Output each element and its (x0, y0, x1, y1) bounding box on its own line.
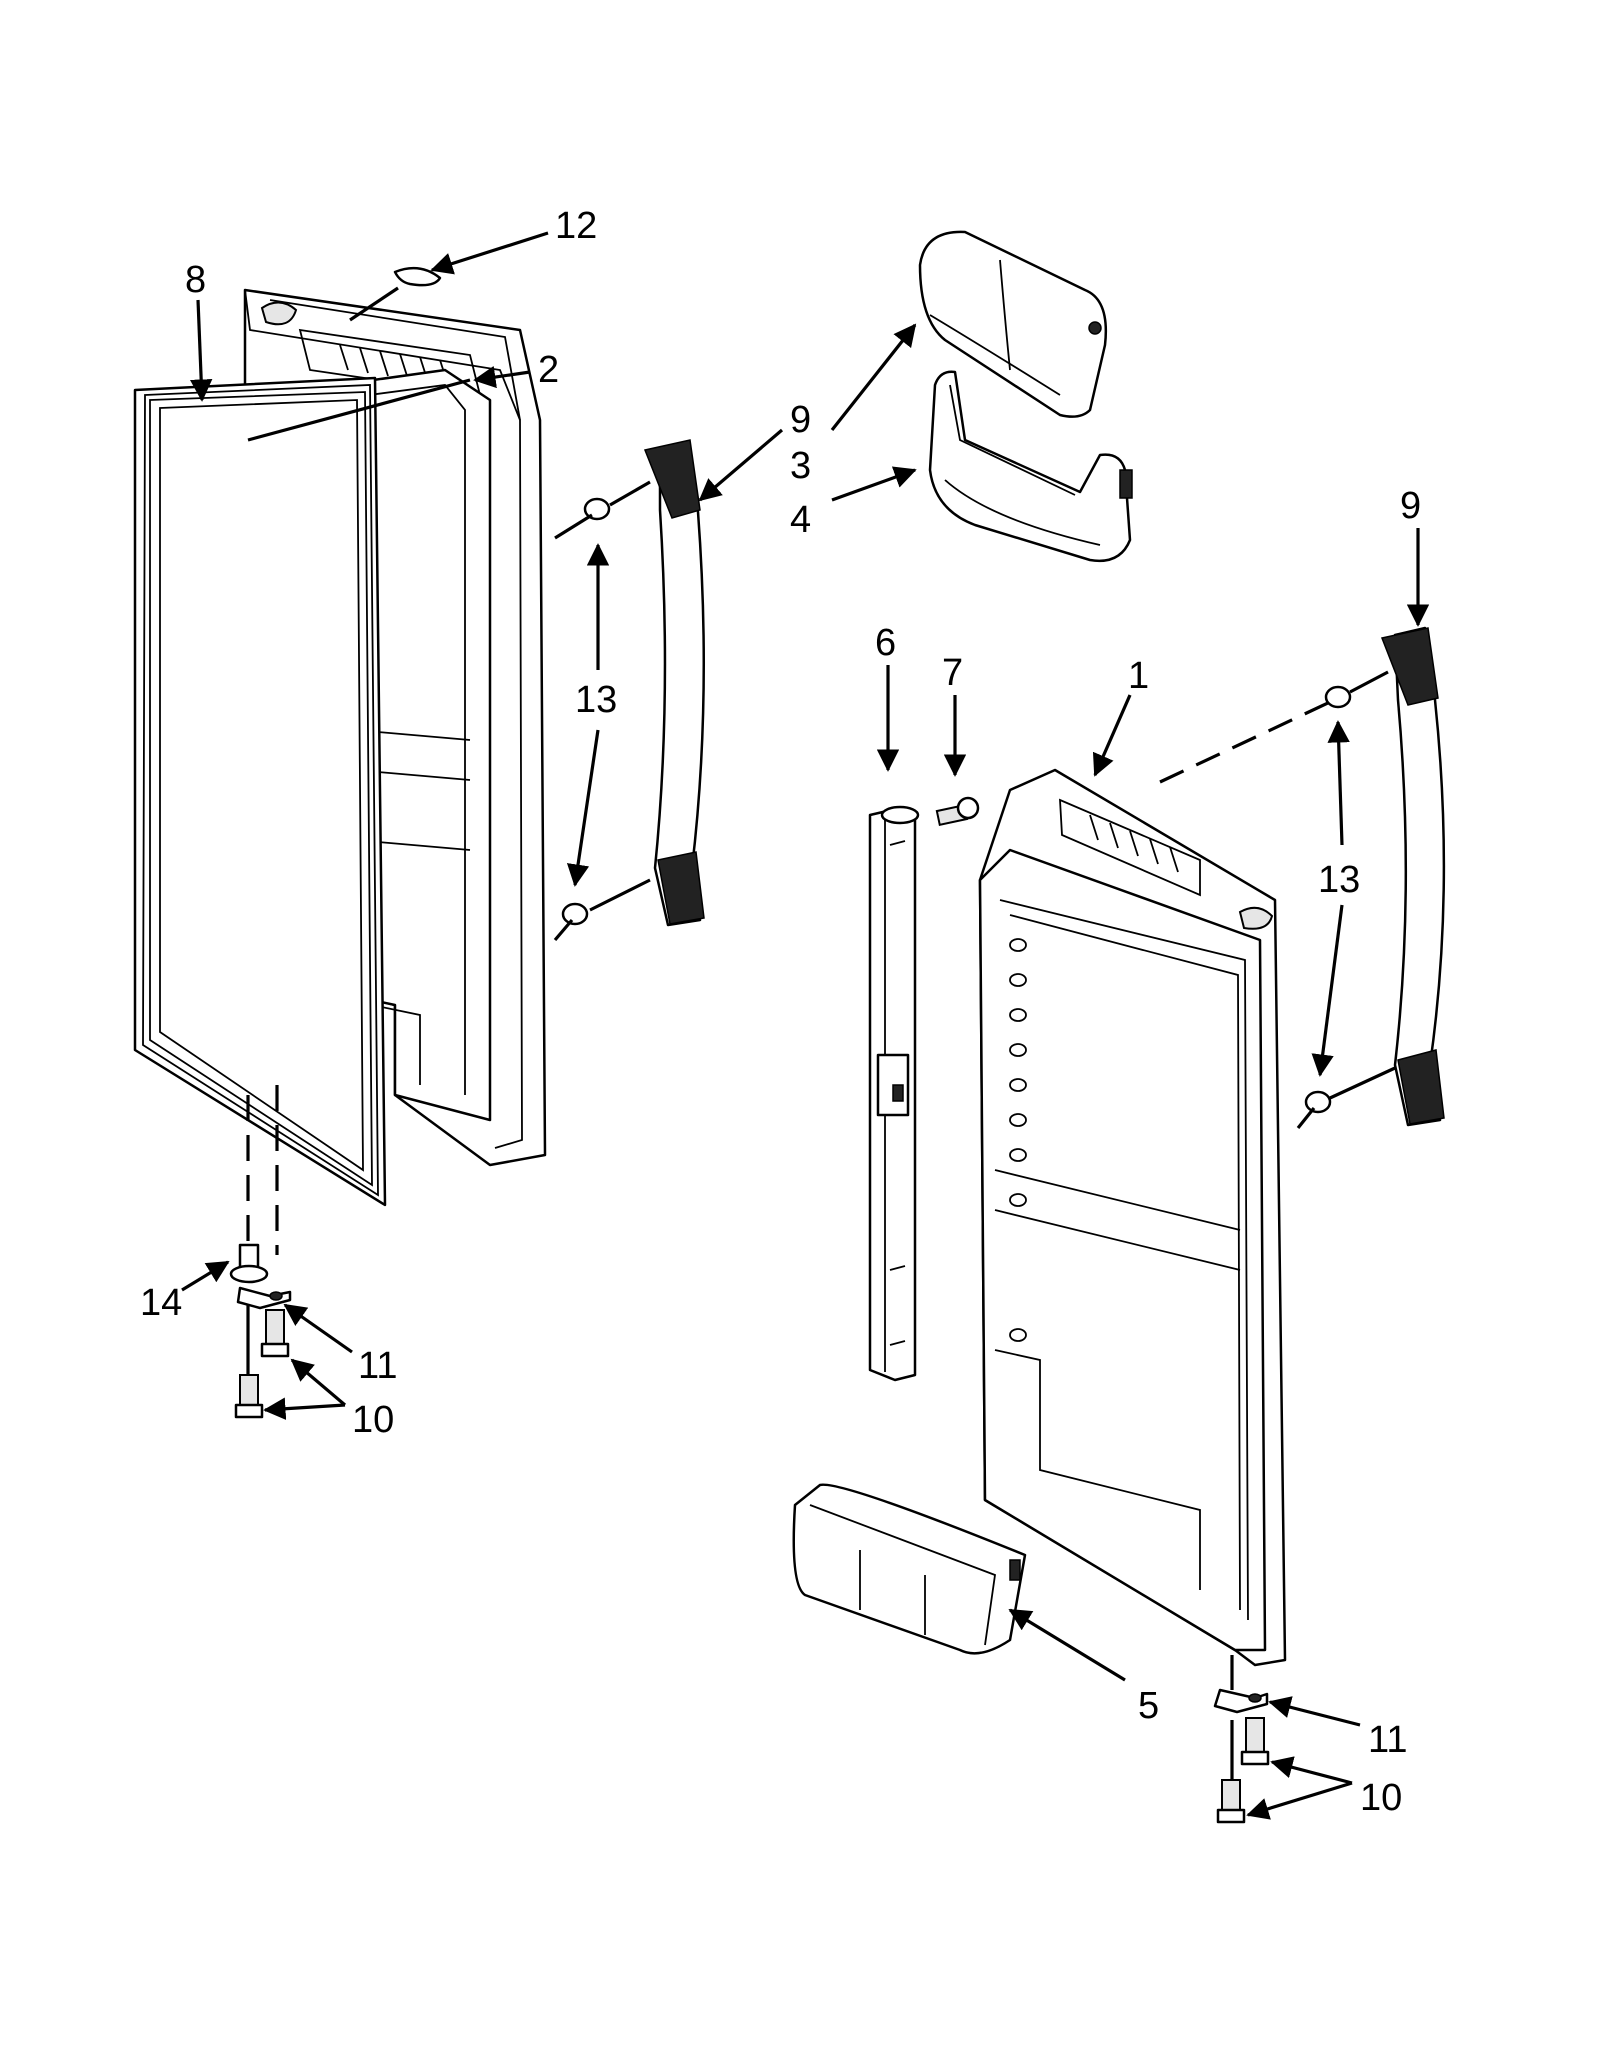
callout-label-10-left: 10 (352, 1399, 394, 1441)
right-screw-upper-part (1240, 1717, 1270, 1766)
callout-label-2: 2 (538, 349, 559, 391)
right-handle-mount-bottom (1296, 1066, 1396, 1129)
callout-label-5: 5 (1138, 1685, 1159, 1727)
dairy-bin-tray-part (928, 370, 1133, 563)
right-door-part (978, 768, 1287, 1667)
callout-label-13-left: 13 (575, 679, 617, 721)
callout-label-4: 4 (790, 499, 811, 541)
callout-label-3: 3 (790, 445, 811, 487)
left-washer-part (236, 1286, 292, 1310)
callout-label-7: 7 (942, 652, 963, 694)
callout-label-14: 14 (140, 1282, 182, 1324)
callout-label-10-right: 10 (1360, 1777, 1402, 1819)
callout-label-11-left: 11 (358, 1345, 397, 1387)
dairy-bin-assembly (918, 230, 1133, 563)
left-door-gasket-part (133, 376, 387, 1207)
right-handle-mount-top (1159, 670, 1389, 784)
left-screw-upper-part (260, 1309, 290, 1358)
callout-label-11-right: 11 (1368, 1719, 1407, 1761)
callout-labels: 12 8 2 9 3 4 9 13 6 7 1 13 14 11 10 5 11… (140, 205, 1421, 1819)
dairy-bin-cover-part (918, 230, 1107, 418)
callout-leaders (181, 231, 1430, 1820)
callout-label-8: 8 (185, 259, 206, 301)
left-handle-mount-top (554, 480, 651, 540)
callout-label-9-right: 9 (1400, 485, 1421, 527)
door-bin-part (792, 1483, 1027, 1655)
hinge-pin-part (229, 1243, 269, 1284)
right-hinge-plate-part (1213, 1688, 1269, 1714)
right-door-shelf-bumps (1009, 938, 1027, 1342)
left-door-assembly (133, 266, 706, 1419)
grommet-part (393, 266, 442, 287)
strip-screw-part (935, 796, 980, 826)
mullion-strip-part (868, 805, 920, 1382)
right-door-assembly (792, 626, 1446, 1824)
callout-label-1: 1 (1128, 655, 1149, 697)
callout-label-9-left: 9 (790, 399, 811, 441)
callout-label-12: 12 (555, 205, 597, 247)
left-screw-lower-part (234, 1374, 264, 1419)
callout-label-6: 6 (875, 622, 896, 664)
right-handle-part (1380, 626, 1446, 1127)
left-handle-mount-bottom (553, 878, 651, 942)
right-screw-lower-part (1216, 1779, 1246, 1824)
callout-label-13-right: 13 (1318, 859, 1360, 901)
left-handle-part (643, 439, 706, 927)
